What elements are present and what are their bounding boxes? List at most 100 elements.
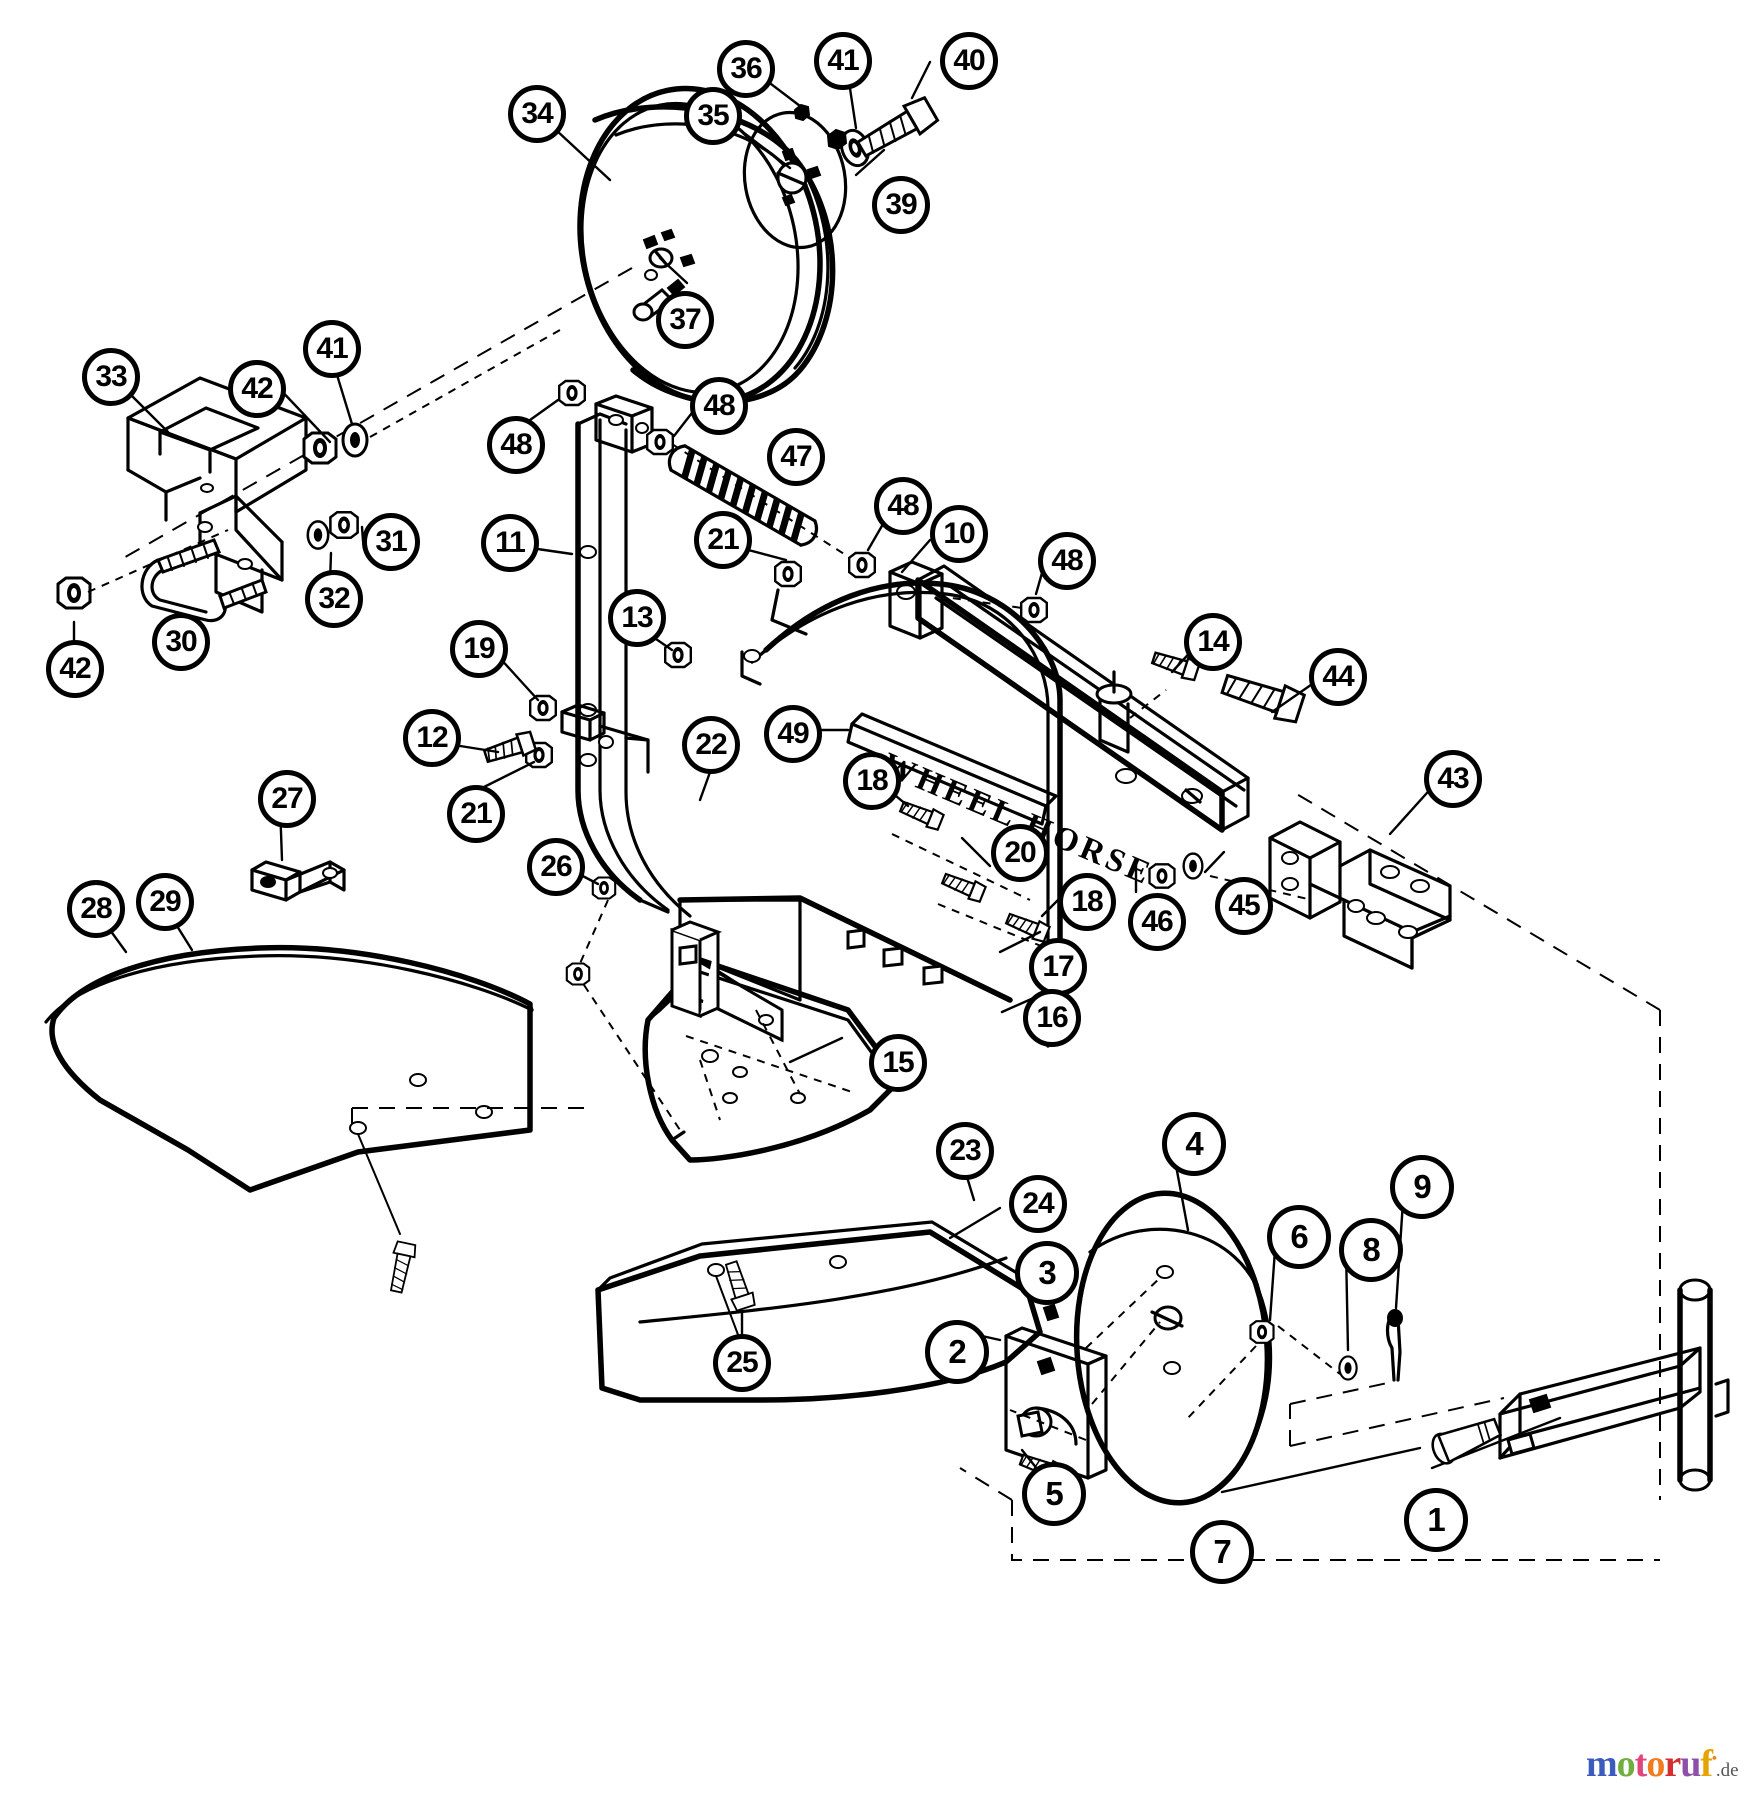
callout-41[interactable]: 41 [814,32,872,90]
callout-39[interactable]: 39 [872,176,930,234]
callout-14[interactable]: 14 [1184,613,1242,671]
part-44-bolt [1218,666,1307,727]
part-48-nut-b [646,428,674,456]
callout-21[interactable]: 21 [447,785,505,843]
leader-wing-screw [357,1133,401,1235]
callout-5[interactable]: 5 [1022,1462,1086,1526]
callout-46[interactable]: 46 [1128,893,1186,951]
callout-44[interactable]: 44 [1309,648,1367,706]
callout-32[interactable]: 32 [305,570,363,628]
callout-19[interactable]: 19 [450,620,508,678]
assembly-line-26 [577,899,609,969]
callout-23[interactable]: 23 [936,1122,994,1180]
part-1-arm [1498,1346,1730,1460]
callout-37[interactable]: 37 [656,291,714,349]
callout-42[interactable]: 42 [46,640,104,698]
callout-29[interactable]: 29 [136,873,194,931]
part-48-nut-a [558,379,586,407]
callout-43[interactable]: 43 [1424,750,1482,808]
callout-10[interactable]: 10 [930,505,988,563]
callout-42[interactable]: 42 [228,360,286,418]
part-12-clamp [560,703,606,742]
part-26-nut [591,876,617,900]
callout-8[interactable]: 8 [1339,1218,1403,1282]
callout-48[interactable]: 48 [690,377,748,435]
callout-18[interactable]: 18 [1058,873,1116,931]
part-11-plow-standard [575,412,692,918]
callout-13[interactable]: 13 [608,589,666,647]
callout-12[interactable]: 12 [403,709,461,767]
part-43-hitch-bracket [1268,820,1452,970]
callout-21[interactable]: 21 [694,511,752,569]
part-31-nut [329,510,359,540]
callout-41[interactable]: 41 [303,320,361,378]
assembly-line-disc1 [1091,1321,1161,1405]
part-41-washer-left [341,422,369,458]
part-27-small-bracket [250,860,346,902]
callout-26[interactable]: 26 [527,838,585,896]
callout-11[interactable]: 11 [481,514,539,572]
callout-1[interactable]: 1 [1404,1488,1468,1552]
callout-7[interactable]: 7 [1190,1520,1254,1584]
callout-16[interactable]: 16 [1023,989,1081,1047]
callout-33[interactable]: 33 [82,348,140,406]
callout-17[interactable]: 17 [1029,938,1087,996]
callout-4[interactable]: 4 [1162,1112,1226,1176]
callout-35[interactable]: 35 [684,87,742,145]
part-26-nut-2 [565,962,591,986]
part-29-screw [389,1240,417,1294]
callout-48[interactable]: 48 [874,477,932,535]
part-3-pin [1042,1303,1060,1322]
part-36-nut [793,103,811,122]
callout-6[interactable]: 6 [1267,1205,1331,1269]
callout-25[interactable]: 25 [713,1334,771,1392]
part-21-nut-b [774,560,802,588]
callout-28[interactable]: 28 [67,880,125,938]
assembly-line-41 [369,329,561,438]
callout-22[interactable]: 22 [682,716,740,774]
part-40-axle-bolt [855,95,940,158]
callout-9[interactable]: 9 [1390,1155,1454,1219]
callout-18[interactable]: 18 [843,752,901,810]
leader-lines-standard [433,398,704,792]
callout-30[interactable]: 30 [152,613,210,671]
callout-20[interactable]: 20 [991,824,1049,882]
part-14-main-beam [915,564,1250,833]
part-47-spring [667,444,819,547]
leader-25-top [715,1275,741,1341]
callout-31[interactable]: 31 [362,513,420,571]
callout-36[interactable]: 36 [717,40,775,98]
part-8-washer [1338,1355,1358,1381]
callout-15[interactable]: 15 [869,1034,927,1092]
hole-standard-3 [579,753,597,767]
part-19-nut [529,694,557,722]
hole-standard-1 [579,545,597,559]
callout-24[interactable]: 24 [1009,1175,1067,1233]
part-39-nut [826,128,848,151]
part-14-stud-post [1095,670,1133,754]
callout-47[interactable]: 47 [767,428,825,486]
callout-2[interactable]: 2 [925,1320,989,1384]
part-30-u-bolt [140,538,268,623]
part-48-nut-c [848,551,876,579]
callout-48[interactable]: 48 [1038,532,1096,590]
landside-tabs [678,928,944,986]
hole-standard-4 [598,735,614,749]
callout-34[interactable]: 34 [508,85,566,143]
part-28-29-moldboard-wing [44,944,588,1193]
callout-27[interactable]: 27 [258,770,316,828]
callout-40[interactable]: 40 [940,32,998,90]
callout-45[interactable]: 45 [1215,877,1273,935]
part-32-washer [306,520,330,550]
callout-48[interactable]: 48 [487,416,545,474]
part-6-nut [1249,1320,1275,1344]
callout-3[interactable]: 3 [1015,1241,1079,1305]
part-2-mount-plate [1004,1326,1108,1480]
callout-49[interactable]: 49 [764,705,822,763]
part-48-nut-d [1020,596,1049,624]
motoruf-watermark: motoruf•.de [1586,1743,1739,1785]
assembly-line-42 [87,529,229,593]
assembly-line-14 [1129,689,1167,719]
